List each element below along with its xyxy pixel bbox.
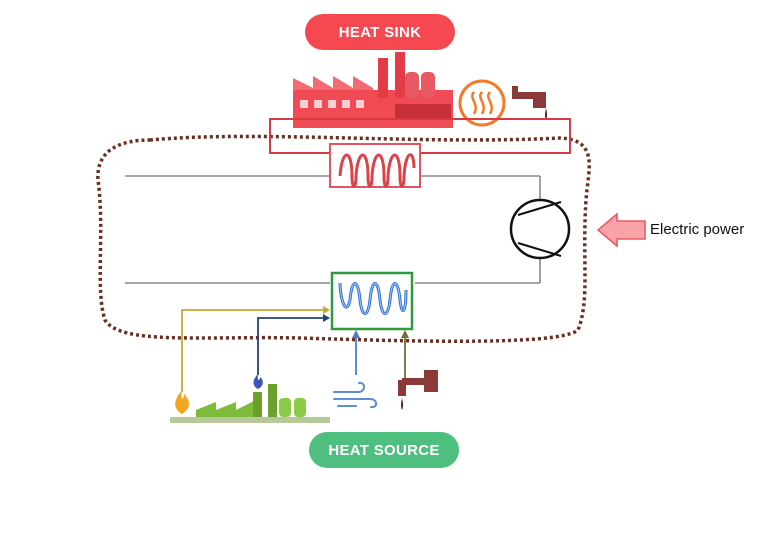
- flame-icon: [175, 390, 189, 414]
- heat-waves-icon: [458, 79, 506, 127]
- electric-power-label: Electric power: [650, 221, 745, 238]
- power-arrow-icon: [596, 212, 646, 248]
- source-faucet-icon: [398, 370, 438, 410]
- wind-icon: [333, 381, 378, 409]
- source-arrows: [181, 306, 409, 392]
- condenser-coil-icon: [329, 143, 421, 188]
- faucet-icon: [512, 86, 547, 120]
- refrigerant-circuit: [125, 175, 541, 284]
- heat-sink-label: HEAT SINK: [305, 14, 455, 50]
- evaporator-coil-icon: [330, 271, 414, 331]
- factory-icon: [293, 52, 453, 128]
- system-boundary: [96, 134, 591, 343]
- gas-flame-icon: [253, 374, 263, 389]
- compressor-icon: [509, 198, 571, 260]
- heat-source-label: HEAT SOURCE: [309, 432, 459, 468]
- source-plant-icon: [170, 384, 330, 423]
